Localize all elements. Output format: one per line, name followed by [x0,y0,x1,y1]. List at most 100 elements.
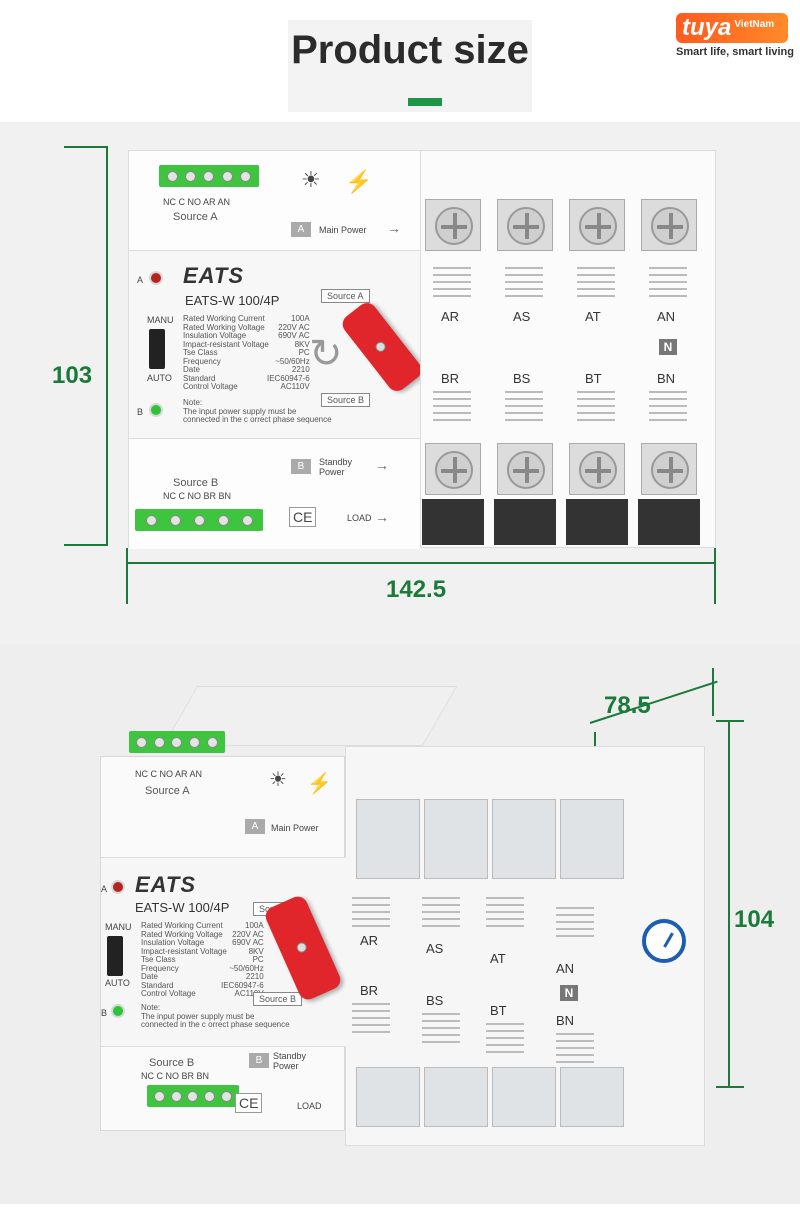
rotate-arrow-icon: ↻ [309,332,343,376]
terminal-screw [136,736,148,748]
phase-label-bottom: BT [585,371,602,386]
tag-source-b: Source B [321,393,371,407]
clear-terminal-cap [356,799,420,879]
source-b-led [149,403,163,417]
depth-dimension-label: 78.5 [604,692,651,719]
iso-vent [486,897,524,929]
letter-b-box: B [291,459,311,474]
iso-phase-bottom: BS [426,993,444,1008]
screw-icon [507,207,545,245]
clock-icon [642,919,686,963]
terminal-screw [241,514,253,526]
bottom-screw-bs [497,443,553,495]
iso-phase-bottom: BN [556,1013,575,1028]
terminal-screw [217,514,229,526]
top-screw-ar [425,199,481,251]
arrow-right-icon: → [387,220,401,236]
iso-vent [556,907,594,939]
iso-transfer-handle[interactable] [262,893,344,1003]
bottom-screw-bt [569,443,625,495]
terminal-screw [240,170,252,182]
terminal-screw [153,736,165,748]
led-a-label: A [137,275,144,285]
vent-br [433,391,471,423]
solar-icon: ☀ [301,167,321,192]
iso-phase-bottom: BT [490,1003,507,1018]
vent-at [577,267,615,299]
iso-vent [422,897,460,929]
manu-auto-switch[interactable] [149,329,165,369]
iso-terminal-block-b [147,1085,239,1107]
spec-values: 100A 220V AC 690V AC 8KV PC ~50/60Hz 221… [267,314,310,391]
device-left-body: NC C NO AR AN Source A ☀ ⚡ A Main Power … [128,150,426,549]
screw-icon [579,207,617,245]
terminal-screw [187,1090,199,1102]
iso-vent [352,897,390,929]
iso-spec-names: Rated Working Current Rated Working Volt… [141,921,227,998]
terminal-screw [153,1090,165,1102]
iso-letter-b-box: B [249,1053,269,1068]
width-dimension-label: 142.5 [386,576,447,603]
height-dimension-label: 103 [52,362,93,389]
note-text: Note: The input power supply must be con… [183,398,332,424]
iso-terminal-labels-a: NC C NO AR AN [135,769,203,779]
iso-right-body: AR AS AT AN N BR BS BT BN [345,746,705,1146]
source-a-led [149,271,163,285]
side-height-tick-bottom [716,1086,744,1088]
neutral-mark: N [659,339,677,355]
terminal-screw [203,170,215,182]
screw-icon [579,451,617,489]
height-dimension-tick-top [64,146,108,148]
title-box: Product size [288,20,532,112]
iso-manu-label: MANU [105,922,132,932]
iso-phase-bottom: BR [360,983,379,998]
terminal-block-a [159,165,259,187]
control-section: A EATS EATS-W 100/4P MANU AUTO Rated Wor… [129,251,426,439]
standby-power-label: Standby Power [319,457,353,477]
phase-label-bottom: BR [441,371,460,386]
vent-an [649,267,687,299]
width-dimension-tick-right [714,548,716,604]
top-screw-at [569,199,625,251]
iso-manu-auto-switch[interactable] [107,936,123,976]
vent-bs [505,391,543,423]
iso-vent [422,1013,460,1045]
terminal-block-b [135,509,263,531]
brand-tagline: Smart life, smart living [676,46,794,58]
iso-phase-top: AT [490,951,506,966]
load-label: LOAD [347,513,372,523]
iso-neutral-mark: N [560,985,578,1001]
vent-bt [577,391,615,423]
source-a-label: Source A [173,211,218,223]
iso-ce-mark: CE [235,1093,263,1113]
terminal-screw [171,736,183,748]
iso-load-label: LOAD [297,1101,322,1111]
brand-sub: VietNam [734,18,775,30]
iso-front-body: NC C NO AR AN Source A ☀ ⚡ A Main Power … [100,731,346,1131]
transfer-handle[interactable] [338,299,426,395]
iso-main-power-label: Main Power [271,823,319,833]
terminal-cover [638,499,700,545]
iso-vent [556,1033,594,1065]
power-tower-icon: ⚡ [345,169,373,194]
iso-letter-a-box: A [245,819,265,834]
vent-ar [433,267,471,299]
vent-bn [649,391,687,423]
terminal-screw [221,170,233,182]
screw-icon [507,451,545,489]
iso-model-label: EATS-W 100/4P [135,900,230,915]
clear-terminal-cap [424,1067,488,1127]
iso-vent [486,1023,524,1055]
terminal-labels-a: NC C NO AR AN [163,197,231,207]
letter-a-box: A [291,222,311,237]
iso-spec-values: 100A 220V AC 690V AC 8KV PC ~50/60Hz 221… [221,921,264,998]
solar-icon: ☀ [269,769,287,791]
phase-label-top: AT [585,309,601,324]
iso-source-b-led [111,1004,125,1018]
iso-eats-logo: EATS [135,872,197,897]
front-device: NC C NO AR AN Source A ☀ ⚡ A Main Power … [128,150,716,549]
handle-pivot [295,940,309,955]
terminal-cover [494,499,556,545]
width-dimension-tick-left [126,548,128,604]
iso-tag-source-b: Source B [253,992,303,1006]
